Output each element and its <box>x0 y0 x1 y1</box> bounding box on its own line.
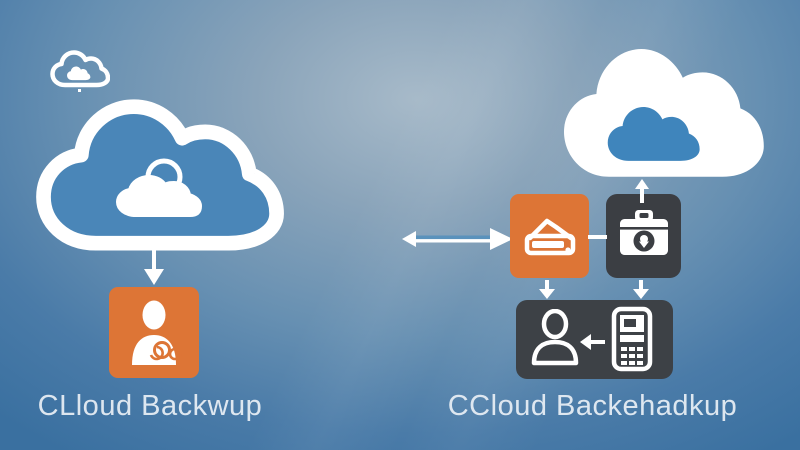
right-caption: CCloud Backehadkup <box>447 390 738 422</box>
tile-connector-line <box>588 235 607 239</box>
user-tile <box>109 287 199 378</box>
down-arrow-icon <box>144 238 164 285</box>
down-arrow-left-icon <box>539 280 555 299</box>
person-outline-icon <box>531 309 579 366</box>
briefcase-lock-icon <box>620 210 668 255</box>
cloud-sun-icon <box>116 158 202 217</box>
envelope-tray-icon <box>524 218 576 256</box>
small-cloud-badge-icon <box>50 50 110 92</box>
briefcase-tile <box>606 194 681 278</box>
down-arrow-right-icon <box>633 280 649 299</box>
user-gear-icon <box>132 300 182 365</box>
left-caption: CLloud Backwup <box>37 390 263 422</box>
double-arrow-icon <box>402 228 513 250</box>
white-cloud-icon <box>564 49 764 177</box>
up-arrow-icon <box>635 179 649 203</box>
left-arrow-icon <box>580 334 605 350</box>
phone-keypad-icon <box>611 306 653 372</box>
envelope-tile <box>510 194 589 278</box>
device-panel <box>516 300 673 379</box>
large-cloud-icon <box>36 99 284 251</box>
blue-mini-cloud-icon <box>607 106 700 161</box>
